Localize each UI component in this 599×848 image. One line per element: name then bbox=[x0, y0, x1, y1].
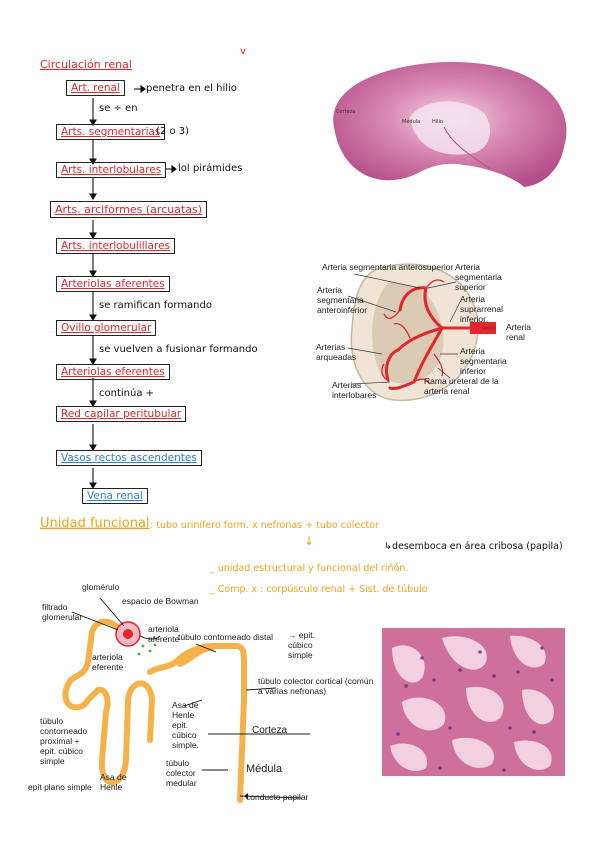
top-mark: v bbox=[240, 46, 246, 57]
box-arciformes: Arts. arciformes (arcuatas) bbox=[50, 201, 208, 218]
label-colector-cortical: túbulo colector cortical (común a varias… bbox=[258, 676, 374, 696]
kidney-artery-diagram bbox=[347, 263, 496, 402]
functional-down-arrow: ↓ bbox=[304, 534, 315, 548]
label-seg-inf: Arteria segmentaria inferior bbox=[460, 346, 507, 376]
functional-line3: _ unidad estructural y funcional del riñ… bbox=[210, 563, 409, 574]
label-art-eferente: arteriola eferente bbox=[92, 652, 124, 672]
box-eferentes: Arteriolas eferentes bbox=[56, 364, 170, 380]
label-distal-epit: → epit. cúbico simple bbox=[288, 630, 315, 660]
box-red-capilar: Red capilar peritubular bbox=[56, 406, 187, 422]
micro-label-medula: Médula bbox=[402, 118, 420, 125]
renal-circulation-title: Circulación renal bbox=[40, 58, 132, 71]
nephron-tubule bbox=[62, 618, 247, 803]
functional-line1: : tubo urinífero form. x nefronas + tubo… bbox=[150, 520, 379, 531]
label-filtrado: filtrado glomerular bbox=[42, 602, 83, 622]
label-espacio: espacio de Bowman bbox=[122, 596, 199, 606]
artery-branches bbox=[381, 279, 445, 385]
artery-tree bbox=[384, 286, 480, 390]
note-penetra: penetra en el hilio bbox=[146, 83, 237, 94]
label-colector-medular: túbulo colector medular bbox=[166, 758, 197, 788]
label-glomerulo: glomérulo bbox=[82, 582, 120, 592]
flow-arrows bbox=[89, 84, 177, 490]
box-vena-renal: Vena renal bbox=[82, 488, 148, 504]
box-aferentes: Arteriolas aferentes bbox=[56, 276, 170, 292]
functional-unit-title: Unidad funcional bbox=[40, 516, 150, 531]
label-interlobares: Arterias interlobares bbox=[332, 380, 377, 400]
label-suprarrenal: Arteria suprarrenal inferior bbox=[460, 294, 503, 324]
label-art-aferente: arteriola aferente bbox=[148, 624, 180, 644]
box-vasos-rectos: Vasos rectos ascendentes bbox=[56, 450, 202, 466]
label-medula: Médula bbox=[246, 763, 283, 775]
label-seg-antinf: Arteria segmentaria anteroinferior bbox=[317, 285, 368, 315]
note-2-3: (2 o 3) bbox=[156, 126, 190, 137]
note-vuelven: se vuelven a fusionar formando bbox=[99, 344, 258, 355]
label-conducto-papilar: conducto papilar bbox=[246, 792, 309, 802]
tubule-micrograph-image bbox=[382, 628, 565, 776]
label-seg-antsup: Arteria segmentaria anterosuperior bbox=[322, 262, 454, 272]
label-asa-henle-thick: Asa de Henle epit. cúbico simple. bbox=[172, 700, 199, 750]
label-epit-plano: epit plano simple bbox=[28, 782, 92, 792]
label-distal: túbulo contorneado distal bbox=[178, 632, 273, 642]
label-ureteral: Rama ureteral de la arteria renal bbox=[424, 376, 499, 396]
label-proximal: túbulo contorneado proximal + epit. cúbi… bbox=[40, 716, 88, 766]
label-asa-henle-thin: Asa de Henle bbox=[100, 772, 127, 792]
label-renal: Arteria renal bbox=[506, 322, 532, 342]
micro-label-corteza: Corteza bbox=[336, 109, 355, 115]
label-arqueadas: Arterias arqueadas bbox=[316, 342, 357, 362]
note-ramifican: se ramifican formando bbox=[99, 300, 212, 311]
box-ovillo: Ovillo glomerular bbox=[56, 320, 157, 336]
label-corteza: Corteza bbox=[252, 725, 288, 736]
functional-line2: ↳desemboca en área cribosa (papila) bbox=[384, 541, 563, 552]
kidney-histology-image: Corteza Médula Hilio bbox=[314, 57, 577, 196]
functional-line4: _ Comp. x : corpúsculo renal + Sist. de … bbox=[210, 584, 428, 595]
box-art-renal: Art. renal bbox=[66, 80, 125, 96]
note-piramides: lol pirámides bbox=[178, 163, 243, 174]
note-se-div: se ÷ en bbox=[99, 103, 138, 114]
box-interlobulillares: Arts. interlobulillares bbox=[56, 238, 176, 254]
label-seg-sup: Arteria segmentaria superior bbox=[455, 262, 502, 292]
micro-label-hilio: Hilio bbox=[432, 119, 443, 125]
box-segmentarias: Arts. segmentarias bbox=[56, 124, 166, 140]
note-continua: continúa + bbox=[99, 388, 155, 399]
box-interlobulares: Arts. interlobulares bbox=[56, 162, 167, 178]
capillary-dots bbox=[137, 643, 157, 656]
